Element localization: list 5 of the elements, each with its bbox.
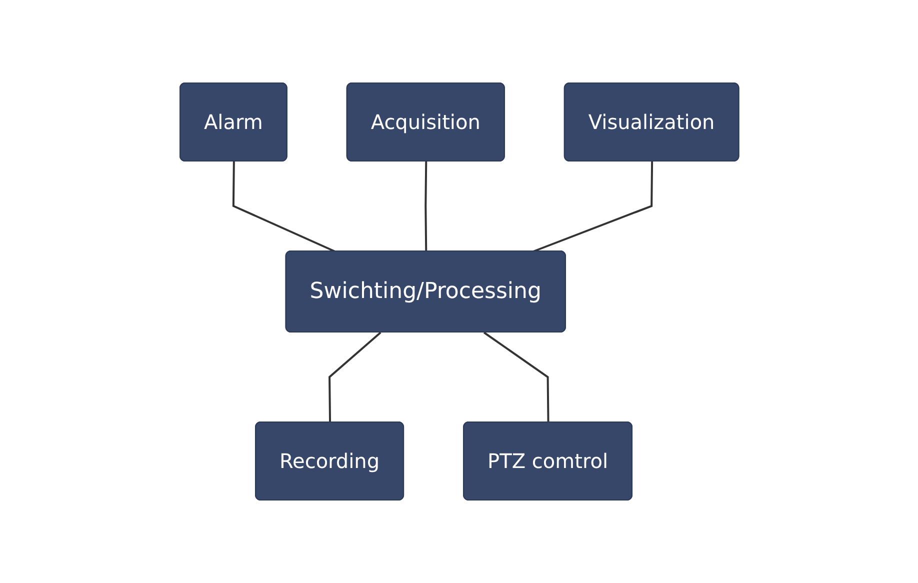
connector [424,161,427,252]
connector [328,332,381,423]
connector [483,332,549,423]
connector [532,161,653,252]
connector [232,161,336,252]
